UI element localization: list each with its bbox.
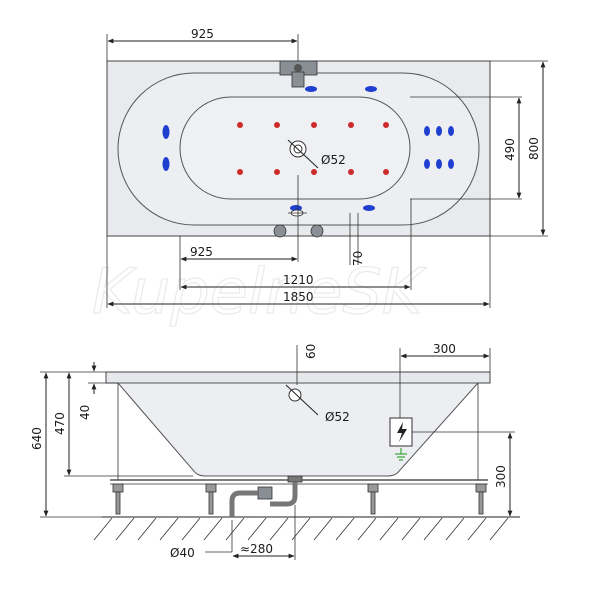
dim-800: 800: [527, 137, 541, 160]
dim-490: 490: [503, 138, 517, 161]
dim-d40: Ø40: [170, 546, 195, 560]
dim-1850: 1850: [283, 290, 314, 304]
drain-valve-side-icon: [285, 384, 319, 416]
support-feet: [112, 483, 487, 515]
overflow-icon: [288, 209, 307, 217]
dim-d52-side: Ø52: [325, 410, 350, 424]
dim-60: 60: [304, 344, 318, 359]
hatch-mark: [115, 517, 135, 541]
hatch-mark: [445, 517, 465, 541]
hatch-mark: [225, 517, 245, 541]
ground-icon: [395, 448, 407, 461]
hatch-mark: [401, 517, 421, 541]
dim-925-bottom: 925: [190, 245, 213, 259]
dim-640: 640: [30, 427, 44, 450]
faucet-icon: [279, 60, 318, 88]
siphon-icon: [229, 475, 303, 517]
dim-280: ≈280: [240, 542, 273, 556]
top-view: Ø52 925 925 1210 1850 490: [106, 27, 548, 308]
dim-d52-top: Ø52: [321, 153, 346, 167]
hatch-mark: [357, 517, 377, 541]
hatch-mark: [137, 517, 157, 541]
hatch-mark: [379, 517, 399, 541]
watermark: KupelneSK: [92, 255, 427, 328]
side-view: Ø52 60 300 300 640: [30, 342, 520, 560]
tub-body-side: [116, 382, 480, 477]
drain-valve-icon: [287, 139, 319, 169]
hatch-mark: [467, 517, 487, 541]
tub-rim-side: [105, 371, 491, 384]
hatch-mark: [159, 517, 179, 541]
dim-925-top: 925: [191, 27, 214, 41]
electric-box: [389, 417, 413, 461]
dim-300-top: 300: [433, 342, 456, 356]
hatch-mark: [489, 517, 509, 541]
blue-jets: [162, 86, 454, 211]
hatch-mark: [313, 517, 333, 541]
pipe-left-icon: [273, 224, 287, 238]
hatch-mark: [247, 517, 267, 541]
dim-300-right: 300: [494, 465, 508, 488]
lightning-bolt-icon: [397, 422, 407, 442]
dim-470: 470: [53, 412, 67, 435]
dim-70: 70: [351, 251, 365, 266]
hatch-mark: [93, 517, 113, 541]
dim-1210: 1210: [283, 273, 314, 287]
hatch-mark: [335, 517, 355, 541]
red-air-jets: [237, 122, 389, 175]
hatch-mark: [181, 517, 201, 541]
dim-40: 40: [78, 405, 92, 420]
floor-hatch: [93, 517, 509, 541]
pipe-right-icon: [310, 224, 324, 238]
hatch-mark: [203, 517, 223, 541]
hatch-mark: [423, 517, 443, 541]
hatch-mark: [269, 517, 289, 541]
